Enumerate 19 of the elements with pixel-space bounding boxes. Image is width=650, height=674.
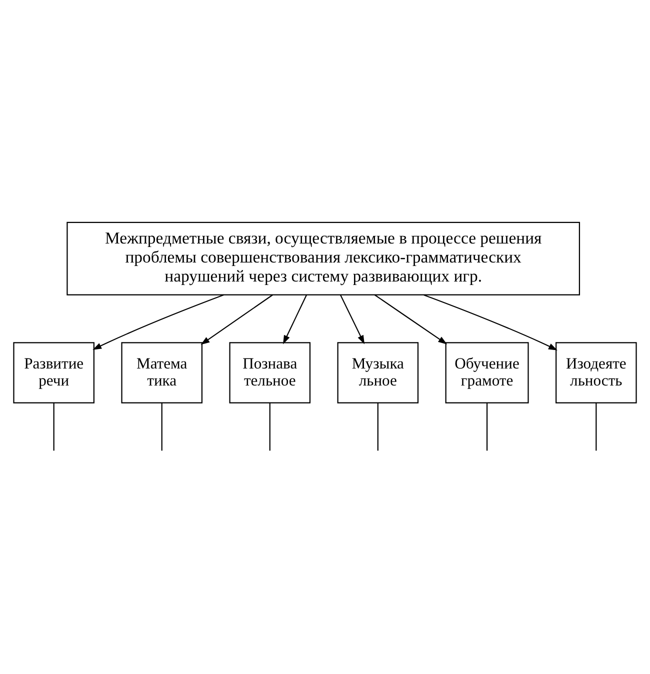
node-box: Развитие речи (13, 342, 94, 404)
node-box: Изодеяте льность (556, 342, 637, 404)
arrow (374, 294, 448, 344)
connector (486, 402, 488, 451)
arrow (424, 294, 558, 350)
node-box: Обучение грамоте (445, 342, 529, 404)
node-box: Матема тика (121, 342, 202, 404)
node-box: Музыка льное (337, 342, 419, 404)
connector (377, 402, 378, 451)
connector (596, 402, 597, 451)
connector (53, 402, 54, 451)
connector (161, 402, 162, 451)
arrow (200, 294, 273, 345)
node-box: Межпредметные связи, осуществляемые в процессе решения проблемы совершенствования лексико-грамматических нарушений через систему развивающих игр. (66, 222, 580, 296)
arrow (283, 294, 308, 344)
arrow (340, 294, 364, 344)
connector (269, 402, 270, 451)
arrow (92, 294, 224, 350)
node-box: Познава тельное (229, 342, 311, 404)
